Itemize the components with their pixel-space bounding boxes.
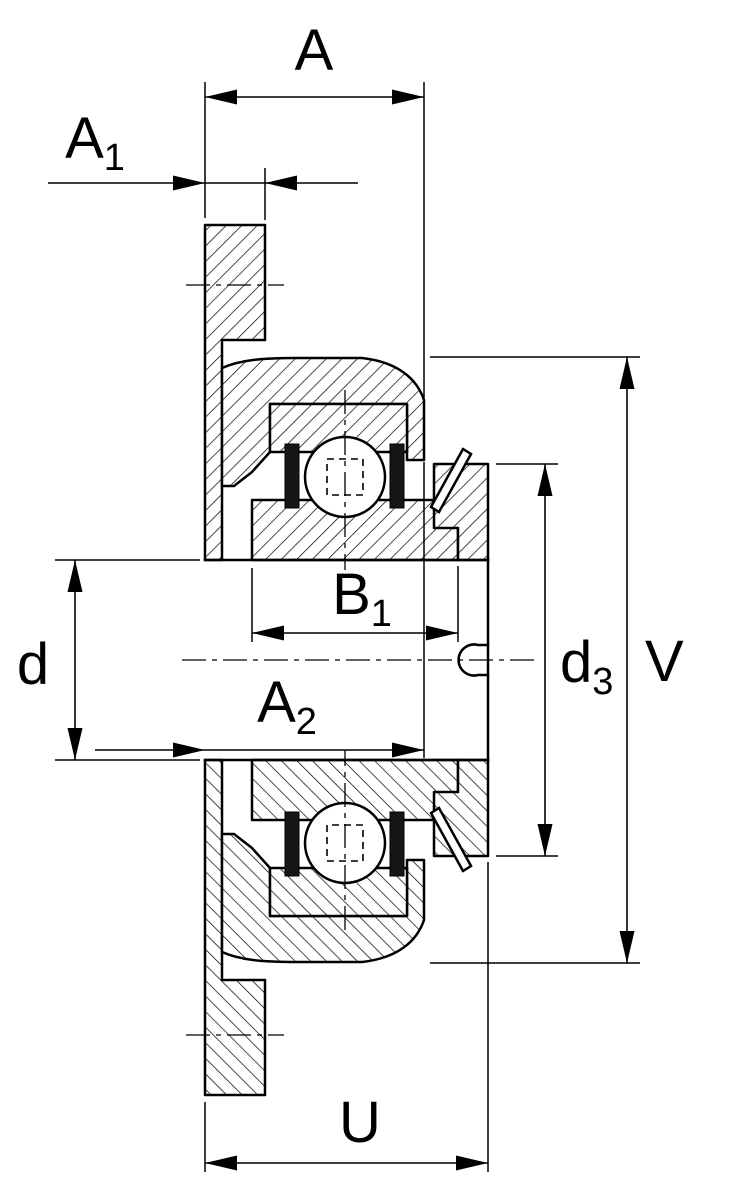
dimension-V: V — [430, 356, 684, 964]
dimension-A: A — [204, 18, 425, 398]
seal-right — [389, 443, 405, 509]
set-screw — [429, 447, 473, 514]
dimension-B1: B1 — [251, 562, 459, 642]
dim-label-A: A — [295, 18, 334, 83]
cross-section-top-half — [186, 223, 490, 570]
dimension-A1: A1 — [48, 106, 358, 220]
dimension-U: U — [204, 862, 489, 1172]
dim-label-V: V — [645, 629, 684, 694]
dim-label-A2: A2 — [257, 670, 317, 743]
dimension-d3: d3 — [496, 463, 613, 857]
dim-label-A1: A1 — [65, 106, 125, 179]
dim-label-d: d — [17, 632, 49, 697]
dim-label-B1: B1 — [332, 562, 392, 635]
dim-label-U: U — [339, 1090, 381, 1155]
cross-section-bottom-half — [184, 748, 490, 1097]
seal-left — [284, 443, 300, 509]
dimension-A2: A2 — [95, 462, 425, 758]
dimension-d: d — [17, 559, 200, 761]
dim-label-d3: d3 — [560, 630, 613, 703]
